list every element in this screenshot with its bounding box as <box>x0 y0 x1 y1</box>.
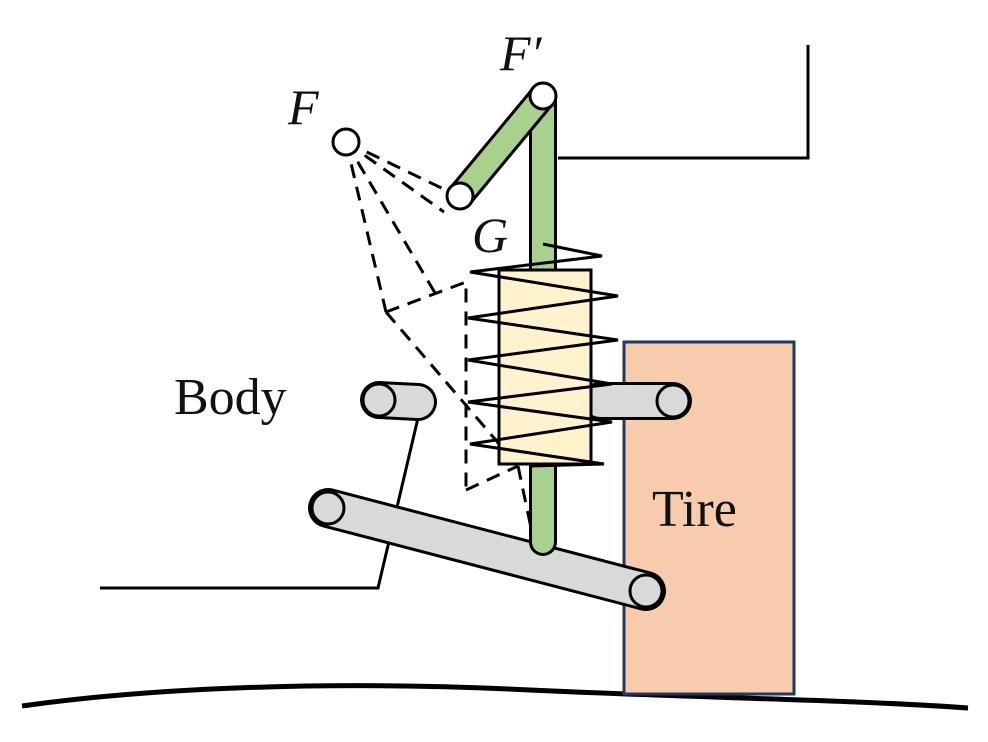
label-f: F <box>288 79 319 135</box>
pivot-F-prime <box>528 81 558 111</box>
upper-link <box>446 82 557 210</box>
body-frame-line <box>100 417 420 590</box>
label-body: Body <box>174 369 287 426</box>
label-f-prime: F′ <box>500 25 542 81</box>
pivot-G <box>445 181 475 211</box>
coil-spring <box>467 242 619 468</box>
label-tire: Tire <box>652 481 737 538</box>
pivot-F <box>331 127 361 157</box>
ground-line <box>21 683 969 711</box>
lower-control-arm <box>308 488 666 611</box>
label-g: G <box>472 207 509 263</box>
tire-mount-pin <box>581 382 692 420</box>
body-mount-pin <box>360 381 437 421</box>
chassis-bracket <box>558 45 810 160</box>
